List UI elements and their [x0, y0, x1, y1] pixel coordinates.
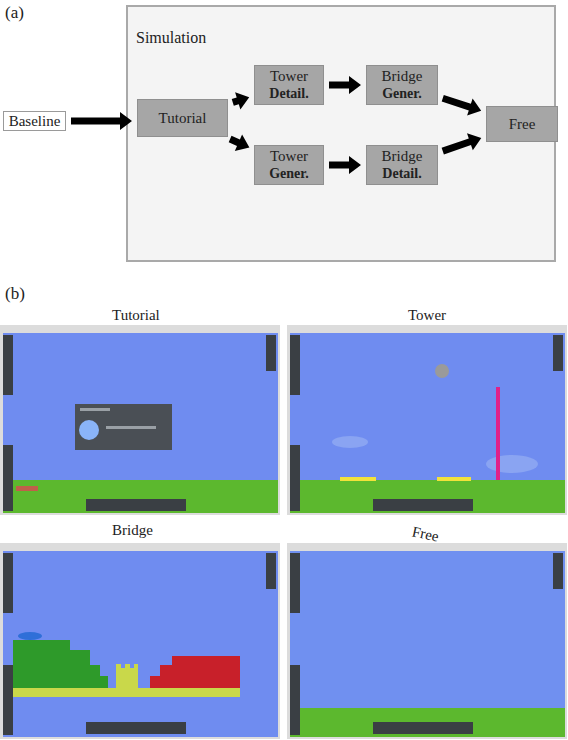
- toolbar: [266, 335, 276, 371]
- ground: [290, 480, 565, 513]
- toolbar: [86, 499, 186, 511]
- toolbar: [266, 553, 276, 589]
- condition-label: Gener.: [269, 165, 309, 182]
- toolbar: [290, 553, 300, 613]
- ball-icon: [79, 420, 99, 440]
- toolbar: [3, 335, 13, 395]
- flow-arrow: [232, 92, 250, 109]
- box-label: Bridge: [382, 148, 423, 165]
- panel-title: Tower: [408, 307, 446, 324]
- ground: [290, 708, 565, 737]
- bridge-screenshot: [0, 543, 280, 739]
- toolbar: [553, 553, 563, 589]
- dialog-line: [80, 408, 110, 411]
- toolbar: [3, 445, 13, 511]
- tower-screenshot: [287, 325, 567, 515]
- box-label: Free: [509, 116, 536, 133]
- condition-label: Detail.: [382, 165, 421, 182]
- toolbar: [3, 553, 13, 613]
- ball: [435, 364, 449, 378]
- toolbar: [553, 335, 563, 371]
- window-frame: [287, 325, 567, 515]
- window-frame: [0, 325, 280, 515]
- cloud: [332, 436, 368, 448]
- toolbar: [3, 665, 13, 735]
- toolbar: [86, 722, 186, 734]
- panel-title: Bridge: [112, 522, 153, 539]
- panel-letter: (a): [5, 3, 24, 23]
- cloud: [486, 455, 538, 473]
- castle: [116, 664, 138, 688]
- condition-label: Gener.: [382, 85, 422, 102]
- toolbar: [290, 665, 300, 735]
- toolbar: [290, 445, 300, 511]
- base-plate: [340, 477, 376, 481]
- process-box: BridgeGener.: [366, 65, 438, 105]
- flow-arrow: [329, 156, 361, 174]
- dialog-line: [106, 426, 156, 429]
- dialog-box: [75, 404, 172, 450]
- box-label: Tower: [270, 148, 308, 165]
- box-label: Baseline: [9, 113, 61, 130]
- window-frame: [0, 543, 280, 739]
- tool-tip: [16, 486, 38, 491]
- box-label: Tutorial: [159, 110, 207, 127]
- sky: [290, 551, 565, 737]
- stage-box: Baseline: [3, 111, 66, 131]
- flow-arrow: [442, 95, 482, 116]
- flow-arrow: [442, 133, 482, 154]
- group-box: SimulationTutorialTowerDetail.BridgeGene…: [126, 5, 556, 262]
- tutorial-screenshot: [0, 325, 280, 515]
- box-label: Tower: [270, 68, 308, 85]
- condition-label: Detail.: [269, 85, 308, 102]
- bridge-base: [13, 688, 240, 697]
- box-label: Bridge: [382, 68, 423, 85]
- left-cliff: [13, 640, 108, 688]
- toolbar: [373, 722, 473, 734]
- process-box: TowerGener.: [254, 145, 324, 185]
- base-plate: [437, 477, 471, 481]
- sky: [3, 333, 278, 513]
- tower-pole: [496, 387, 500, 480]
- process-box: BridgeDetail.: [366, 145, 438, 185]
- process-box: TowerDetail.: [254, 65, 324, 105]
- sky: [290, 333, 565, 513]
- group-title: Simulation: [136, 29, 206, 47]
- panel-letter: (b): [5, 284, 25, 304]
- flow-arrow: [229, 135, 250, 151]
- flow-arrow: [329, 76, 361, 94]
- toolbar: [290, 335, 300, 395]
- vehicle: [18, 632, 42, 640]
- free-screenshot: [287, 543, 567, 739]
- process-box: Free: [486, 106, 558, 142]
- window-frame: [287, 543, 567, 739]
- sky: [3, 551, 278, 737]
- panel-title: Free: [411, 523, 441, 545]
- ground: [3, 480, 278, 513]
- right-cliff: [150, 656, 240, 688]
- panel-title: Tutorial: [112, 307, 160, 324]
- process-box: Tutorial: [137, 99, 228, 137]
- flow-arrow: [71, 112, 132, 130]
- toolbar: [373, 499, 473, 511]
